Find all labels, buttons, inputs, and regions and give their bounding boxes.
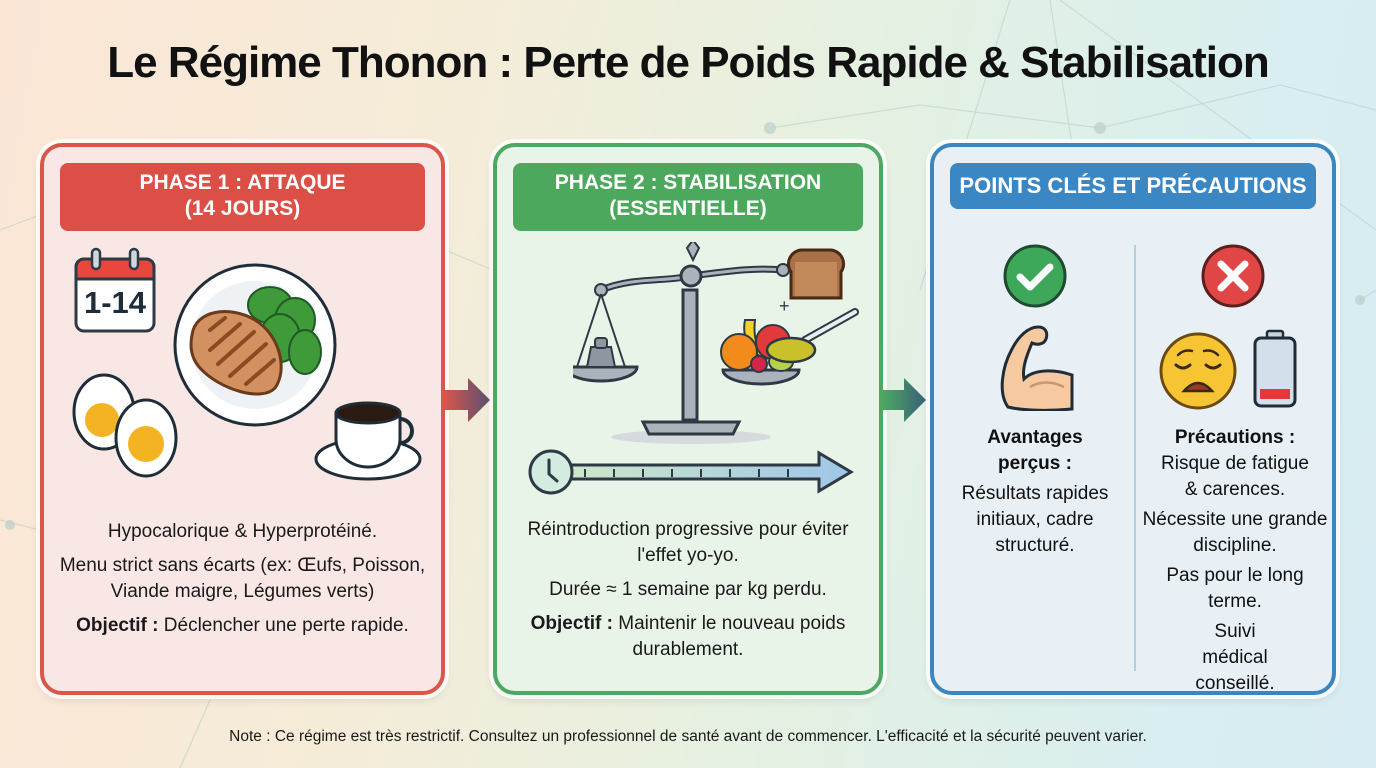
phase2-text1: Réintroduction progressive pour éviter l… (527, 519, 849, 566)
phase2-objective-text: Maintenir le nouveau poids durablement. (618, 613, 846, 660)
phase1-description: Hypocalorique & Hyperprotéiné. Menu stri… (52, 519, 433, 647)
phase1-objective-text: Déclencher une perte rapide. (163, 615, 409, 636)
precautions-heading: Précautions : (1174, 427, 1296, 448)
x-circle-icon (1200, 243, 1266, 309)
phase2-banner: PHASE 2 : STABILISATION (ESSENTIELLE) (513, 163, 863, 231)
low-battery-icon (1252, 329, 1298, 409)
phase2-card: PHASE 2 : STABILISATION (ESSENTIELLE) (493, 143, 883, 695)
phase1-title: PHASE 1 : ATTAQUE (139, 171, 346, 194)
phase1-banner: PHASE 1 : ATTAQUE (14 JOURS) (60, 163, 425, 231)
coffee-cup-icon (314, 397, 426, 487)
calendar-label: 1-14 (83, 285, 147, 320)
advantages-column: Avantages perçus : Résultats rapides ini… (940, 425, 1130, 563)
check-circle-icon (1002, 243, 1068, 309)
olive-oil-spoon-icon (765, 308, 859, 364)
precaution-item: Nécessite une grande discipline. (1142, 509, 1328, 556)
key-points-banner: POINTS CLÉS ET PRÉCAUTIONS (950, 163, 1316, 209)
precaution-item: Pas pour le long terme. (1166, 565, 1304, 612)
precaution-item: Suivi médical conseillé. (1195, 621, 1275, 694)
phase1-objective-label: Objectif : (76, 615, 159, 636)
phase2-subtitle: (ESSENTIELLE) (609, 197, 767, 220)
phase2-text2: Durée ≈ 1 semaine par kg perdu. (549, 579, 827, 600)
phase1-card: PHASE 1 : ATTAQUE (14 JOURS) 1-14 (40, 143, 445, 695)
svg-text:+: + (779, 296, 790, 316)
arrow-right-icon (882, 378, 926, 422)
phase1-text2: Menu strict sans écarts (ex: Œufs, Poiss… (59, 555, 426, 602)
disclaimer-note: Note : Ce régime est très restrictif. Co… (229, 728, 1147, 745)
column-divider (1134, 245, 1136, 671)
grilled-chicken-plate-icon (170, 260, 340, 430)
timeline-clock-arrow-icon (527, 447, 857, 497)
tired-face-icon (1158, 331, 1238, 411)
phase2-objective: Objectif : Maintenir le nouveau poids du… (521, 611, 855, 663)
page-title: Le Régime Thonon : Perte de Poids Rapide… (107, 38, 1270, 87)
arrow-right-icon (444, 378, 490, 422)
balance-scale-icon: + (563, 238, 863, 447)
phase1-objective: Objectif : Déclencher une perte rapide. (52, 613, 433, 639)
bread-icon (786, 248, 846, 300)
phase1-text1: Hypocalorique & Hyperprotéiné. (107, 521, 378, 542)
fruits-icon (720, 319, 794, 373)
phase2-title: PHASE 2 : STABILISATION (554, 171, 822, 194)
boiled-eggs-icon (72, 372, 182, 482)
precaution-item: Risque de fatigue & carences. (1161, 453, 1309, 500)
flexed-biceps-icon (994, 323, 1078, 412)
advantages-heading: Avantages perçus : (987, 427, 1083, 474)
phase1-duration: (14 JOURS) (184, 197, 301, 220)
phase2-description: Réintroduction progressive pour éviter l… (521, 517, 855, 671)
key-points-card: POINTS CLÉS ET PRÉCAUTIONS (930, 143, 1336, 695)
precautions-column: Précautions : Risque de fatigue & carenc… (1140, 425, 1330, 701)
advantages-text: Résultats rapides initiaux, cadre struct… (961, 483, 1109, 556)
phase2-objective-label: Objectif : (530, 613, 613, 634)
calendar-icon: 1-14 (72, 247, 158, 335)
